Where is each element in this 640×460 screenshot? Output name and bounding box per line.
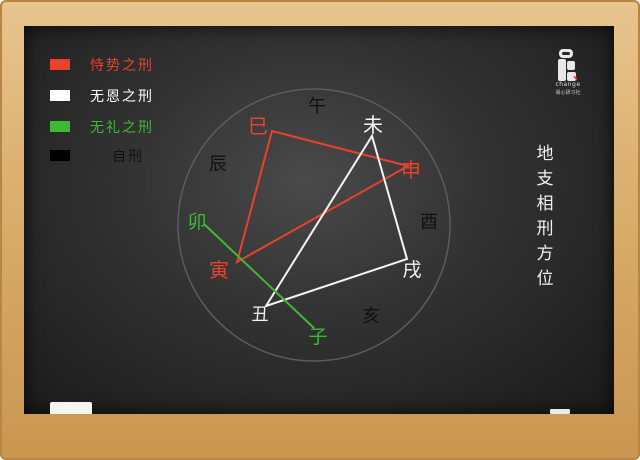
- branch-shen: 申: [401, 158, 421, 182]
- title-char: 相: [536, 194, 554, 214]
- legend-label-shishi: 恃势之刑: [90, 58, 154, 74]
- brand-logo-icon: [558, 49, 577, 81]
- outer-circle: [177, 88, 451, 362]
- legend-swatch-red: [50, 59, 70, 70]
- branch-hai: 亥: [362, 306, 380, 327]
- title-char: 刑: [536, 219, 554, 239]
- branch-chou: 丑: [252, 305, 269, 325]
- title-char: 位: [536, 269, 554, 289]
- branch-you: 酉: [420, 212, 438, 233]
- legend-swatch-green: [50, 121, 70, 132]
- branch-wei: 未: [363, 113, 383, 137]
- legend-swatch-white: [50, 90, 70, 101]
- title-char: 支: [536, 169, 554, 189]
- branch-xu: 戌: [402, 259, 421, 281]
- branch-yin: 寅: [209, 258, 229, 282]
- chalk-eraser: [50, 402, 92, 414]
- legend-swatch-black: [50, 150, 70, 161]
- brand-subtitle: 易心研习社: [555, 90, 581, 96]
- title-char: 地: [536, 144, 554, 164]
- title-char: 方: [536, 244, 554, 264]
- branch-mao: 卯: [187, 211, 206, 233]
- branch-si: 巳: [248, 114, 268, 138]
- white-triangle: [263, 133, 409, 308]
- green-line: [203, 223, 315, 329]
- vertical-title: 地 支 相 刑 方 位: [532, 142, 558, 292]
- legend-label-wuen: 无恩之刑: [90, 89, 154, 105]
- red-triangle: [235, 129, 411, 265]
- branch-zi: 子: [308, 326, 327, 348]
- legend-label-zixing: 自刑: [112, 149, 144, 165]
- branch-wu: 午: [308, 96, 326, 117]
- chalk-piece: [550, 409, 570, 414]
- branch-chen: 辰: [209, 154, 227, 175]
- brand-wordmark: change: [555, 81, 581, 88]
- legend-label-wuli: 无礼之刑: [90, 120, 154, 136]
